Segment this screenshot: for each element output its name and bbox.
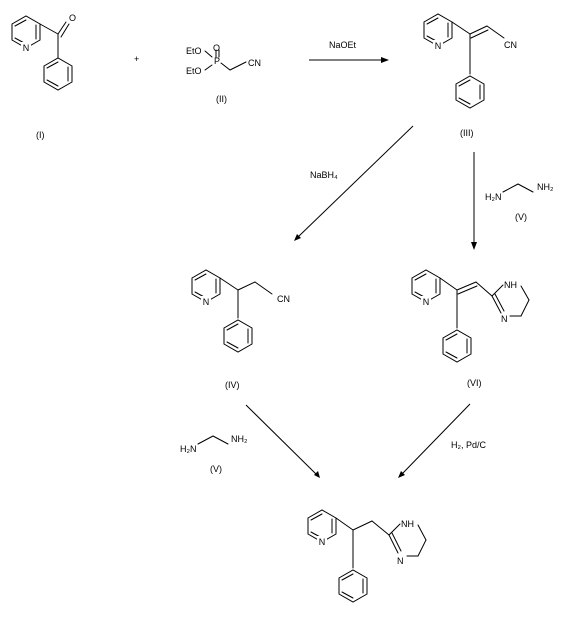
svg-text:O: O — [69, 13, 76, 23]
compound-i: O (I) — [11, 13, 76, 140]
compound-iv-label: (IV) — [225, 380, 240, 390]
compound-v-lower: H₂N NH₂ (V) — [180, 434, 248, 474]
arrow-to-iii[interactable] — [309, 57, 389, 63]
plus-sign: + — [134, 54, 139, 64]
compound-i-label: (I) — [36, 130, 45, 140]
arrow-vi-to-product[interactable] — [398, 403, 471, 478]
svg-text:N: N — [397, 556, 404, 566]
reagent-nabh4: NaBH₄ — [310, 170, 338, 180]
compound-vi-label: (VI) — [467, 378, 482, 388]
compound-iv: CN (IV) — [191, 269, 290, 390]
compound-ii: EtO EtO O P CN (II) — [186, 43, 261, 104]
arrow-iv-to-product[interactable] — [245, 404, 320, 478]
compound-iii-label: (III) — [460, 128, 474, 138]
compound-v-upper: H₂N NH₂ (V) — [485, 182, 554, 222]
svg-text:H₂N: H₂N — [180, 444, 197, 454]
svg-text:EtO: EtO — [186, 66, 202, 76]
compound-v-lower-label: (V) — [210, 464, 222, 474]
svg-text:EtO: EtO — [186, 46, 202, 56]
svg-text:P: P — [214, 56, 220, 66]
compound-iii: CN (III) — [423, 13, 517, 138]
svg-text:H₂N: H₂N — [485, 192, 502, 202]
compound-vi: NH N (VI) — [411, 269, 530, 388]
svg-text:NH: NH — [504, 280, 517, 290]
reagent-naoet: NaOEt — [329, 40, 357, 50]
reagent-h2-pdc: H₂, Pd/C — [451, 440, 487, 450]
arrow-iii-to-vi[interactable] — [471, 152, 477, 250]
svg-text:NH₂: NH₂ — [231, 434, 248, 444]
svg-text:CN: CN — [248, 58, 261, 68]
compound-ii-label: (II) — [216, 94, 227, 104]
svg-text:NH: NH — [401, 519, 414, 529]
svg-text:CN: CN — [277, 294, 290, 304]
svg-text:CN: CN — [504, 40, 517, 50]
svg-text:O: O — [213, 43, 220, 53]
arrow-iii-to-iv[interactable] — [294, 125, 414, 241]
svg-text:NH₂: NH₂ — [537, 182, 554, 192]
compound-v-upper-label: (V) — [515, 212, 527, 222]
product-compound: NH N — [307, 509, 427, 603]
svg-text:N: N — [501, 314, 508, 324]
